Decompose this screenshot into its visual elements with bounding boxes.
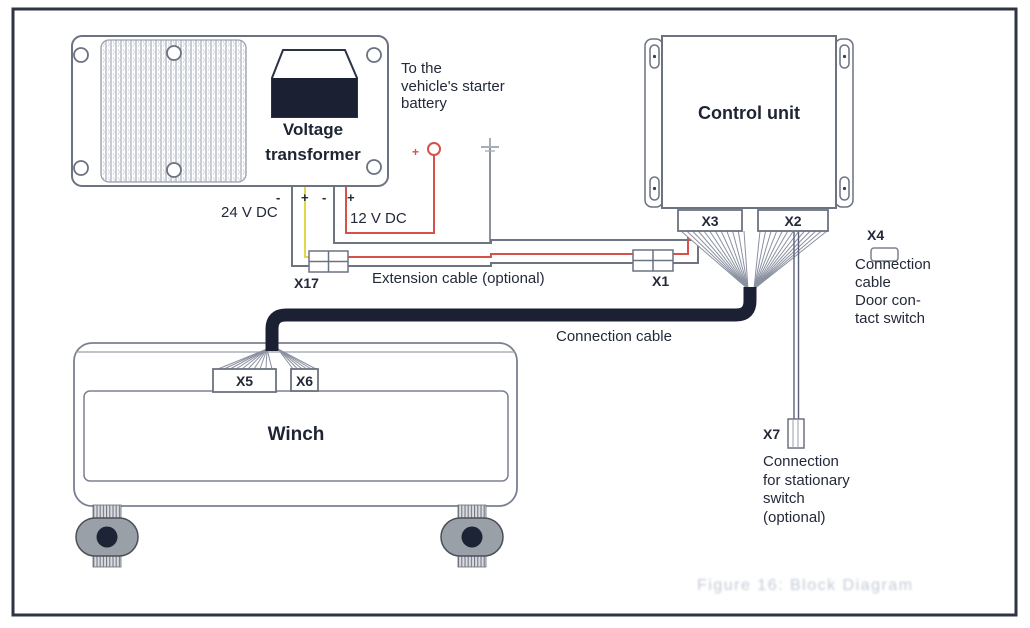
stationary-switch-label: Connection for stationary switch (option… xyxy=(763,453,850,527)
stationary-line4: (optional) xyxy=(763,508,826,526)
stationary-line3: switch xyxy=(763,490,805,507)
voltage-transformer-label: Voltage transformer xyxy=(225,117,401,167)
mounting-flanges xyxy=(644,38,854,208)
voltage-transformer-box xyxy=(71,35,389,187)
x3-cable-fan xyxy=(680,230,749,290)
battery-terminal-icon xyxy=(427,142,441,156)
mounting-screws xyxy=(73,45,382,178)
label-connection-cable: Connection cable xyxy=(556,328,672,345)
polarity-minus-24v: - xyxy=(276,190,281,205)
door-contact-line2: cable xyxy=(855,274,891,291)
figure-caption: Figure 16: Block Diagram xyxy=(697,577,914,594)
page-border xyxy=(11,7,1018,617)
battery-label-line2: vehicle's starter xyxy=(401,77,505,95)
transformer-coil-icon xyxy=(271,49,358,118)
voltage-transformer-label-line2: transformer xyxy=(265,145,361,164)
winch-label: Winch xyxy=(267,424,325,445)
label-x3: X3 xyxy=(701,213,719,229)
connector-x7 xyxy=(787,418,805,449)
label-x6: X6 xyxy=(295,373,314,389)
stationary-line1: Connection xyxy=(763,453,839,470)
wire-x7 xyxy=(793,232,800,419)
label-x1: X1 xyxy=(652,273,670,289)
battery-label-line1: To the xyxy=(401,60,442,77)
x6-cable-fan xyxy=(277,348,317,370)
connector-x2 xyxy=(757,209,829,232)
wire-gray-12v xyxy=(333,187,692,244)
battery-label-line3: battery xyxy=(401,95,447,112)
wire-gray-extension xyxy=(348,262,633,267)
label-x2: X2 xyxy=(784,213,802,229)
label-x17: X17 xyxy=(294,275,319,291)
voltage-transformer-label-line1: Voltage xyxy=(282,120,344,139)
battery-plus-mark: + xyxy=(412,145,420,159)
heatsink-fins xyxy=(100,39,247,183)
connector-x17 xyxy=(308,250,349,273)
connector-x6 xyxy=(290,368,319,392)
winch-box xyxy=(73,342,518,507)
connector-x4 xyxy=(870,247,899,262)
label-x7: X7 xyxy=(763,426,781,442)
wire-gray-x1-cu xyxy=(672,245,699,264)
door-contact-line4: tact switch xyxy=(855,310,926,327)
wire-gray-24v xyxy=(291,187,310,267)
polarity-minus-12v: - xyxy=(322,190,327,205)
x2-cable-fan xyxy=(753,230,828,290)
connector-x3 xyxy=(677,209,743,232)
stationary-line2: for stationary xyxy=(763,471,850,489)
connection-cable xyxy=(265,287,757,351)
polarity-plus-24v: + xyxy=(301,190,309,205)
control-unit-box xyxy=(644,35,854,209)
battery-label: To the vehicle's starter battery xyxy=(401,60,505,113)
label-x5: X5 xyxy=(235,373,254,389)
winch-foot-right xyxy=(440,504,504,568)
ground-symbol-icon xyxy=(481,138,499,152)
connector-x5 xyxy=(212,368,277,393)
door-contact-label: Connection cable Door con- tact switch xyxy=(855,256,931,328)
wire-red-battery xyxy=(345,155,435,234)
door-contact-line1: Connection xyxy=(855,256,931,273)
label-extension-cable: Extension cable (optional) xyxy=(372,270,545,287)
winch-foot-left xyxy=(75,504,139,568)
x5-cable-fan xyxy=(217,348,273,370)
connector-x1 xyxy=(632,249,674,272)
label-12vdc: 12 V DC xyxy=(350,210,407,227)
polarity-plus-12v: + xyxy=(347,190,355,205)
control-unit-label: Control unit xyxy=(698,103,800,123)
label-x4: X4 xyxy=(867,227,885,243)
wire-red-extension xyxy=(348,253,633,258)
door-contact-line3: Door con- xyxy=(855,292,921,309)
label-24vdc: 24 V DC xyxy=(221,204,278,221)
